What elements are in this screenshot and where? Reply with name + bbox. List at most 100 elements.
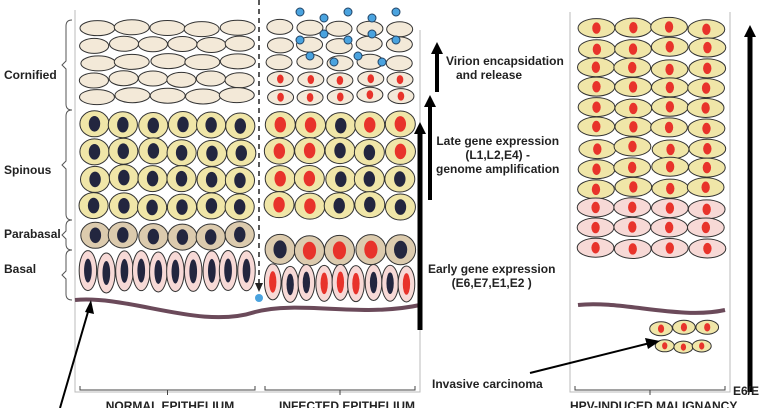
nucleus — [394, 116, 407, 132]
nucleus — [273, 196, 285, 213]
virion — [329, 57, 339, 67]
nucleus — [367, 74, 375, 84]
virion — [391, 35, 401, 45]
nucleus — [592, 43, 602, 55]
pointer-line — [529, 342, 651, 374]
nucleus — [699, 342, 705, 350]
virion — [295, 7, 305, 17]
nucleus — [224, 258, 232, 283]
nucleus — [702, 203, 711, 216]
nucleus — [303, 170, 316, 187]
nucleus — [87, 197, 100, 214]
cell — [219, 19, 256, 36]
arrowhead — [744, 25, 756, 37]
cell — [386, 21, 414, 38]
cell — [150, 53, 187, 70]
nucleus — [189, 259, 198, 284]
nucleus — [703, 143, 712, 155]
nucleus — [89, 171, 101, 188]
stage-late: Late gene expression (L1,L2,E4) - genome… — [436, 134, 559, 176]
virion — [377, 57, 387, 67]
nucleus — [402, 273, 411, 295]
layer-label-basal: Basal — [4, 262, 37, 276]
nucleus — [665, 81, 675, 94]
nucleus — [302, 271, 311, 294]
nucleus — [171, 259, 180, 284]
nucleus — [664, 21, 674, 33]
caption-normal: NORMAL EPITHELIUM — [105, 399, 235, 408]
arrowhead — [431, 42, 443, 54]
nucleus — [664, 221, 674, 234]
cell — [167, 35, 198, 52]
caption-brace — [574, 386, 726, 395]
virion — [343, 35, 353, 45]
nucleus — [176, 229, 189, 245]
nucleus — [274, 170, 286, 187]
nucleus — [336, 92, 344, 102]
layer-bracket — [61, 249, 73, 301]
nucleus — [701, 221, 711, 234]
cell — [296, 19, 324, 36]
nucleus — [629, 121, 638, 133]
nucleus — [591, 201, 600, 214]
nucleus — [591, 183, 601, 196]
nucleus — [234, 226, 246, 243]
nucleus — [302, 241, 317, 260]
nucleus — [205, 171, 218, 188]
virion — [353, 51, 363, 61]
nucleus — [394, 171, 406, 187]
nucleus — [137, 258, 146, 283]
nucleus — [386, 272, 394, 295]
nucleus — [593, 143, 602, 155]
nucleus — [364, 196, 376, 213]
nucleus — [366, 90, 374, 100]
arrowhead — [85, 300, 94, 314]
nucleus — [627, 161, 637, 174]
nucleus — [89, 227, 102, 244]
cell — [196, 36, 227, 53]
nucleus — [205, 117, 217, 133]
nucleus — [701, 181, 710, 193]
caption-infected: INFECTED EPITHELIUM — [278, 399, 415, 408]
nucleus — [628, 201, 637, 213]
nucleus — [665, 101, 675, 113]
caption-brace — [264, 386, 416, 395]
stage-line: genome amplification — [436, 162, 560, 176]
nucleus — [335, 171, 347, 188]
nucleus — [665, 160, 675, 173]
layer-label-cornified: Cornified — [4, 68, 57, 82]
nucleus — [703, 41, 712, 54]
cell — [166, 71, 197, 88]
nucleus — [665, 63, 674, 76]
nucleus — [206, 145, 218, 162]
nucleus — [154, 259, 163, 284]
virion — [255, 294, 263, 302]
cell — [325, 20, 353, 37]
nucleus — [242, 258, 251, 283]
nucleus — [657, 324, 665, 333]
virion — [295, 35, 305, 45]
nucleus — [394, 240, 408, 259]
nucleus — [117, 227, 129, 243]
nucleus — [628, 140, 637, 153]
side-label: E6/E — [733, 384, 760, 398]
arrowhead — [424, 95, 436, 107]
nucleus — [702, 161, 712, 174]
nucleus — [592, 163, 601, 175]
nucleus — [397, 91, 405, 101]
cell — [266, 37, 294, 54]
nucleus — [88, 144, 101, 160]
stage-line: and release — [456, 68, 523, 82]
stage-line: Late gene expression — [436, 134, 560, 148]
nucleus — [234, 172, 246, 189]
nucleus — [628, 221, 637, 233]
nucleus — [592, 22, 601, 34]
cell — [113, 19, 150, 36]
nucleus — [665, 41, 674, 53]
cell — [149, 87, 186, 104]
stage-virion: Virion encapsidation and release — [446, 54, 564, 82]
nucleus — [592, 80, 601, 93]
arrowhead — [645, 338, 660, 349]
nucleus — [146, 199, 158, 216]
